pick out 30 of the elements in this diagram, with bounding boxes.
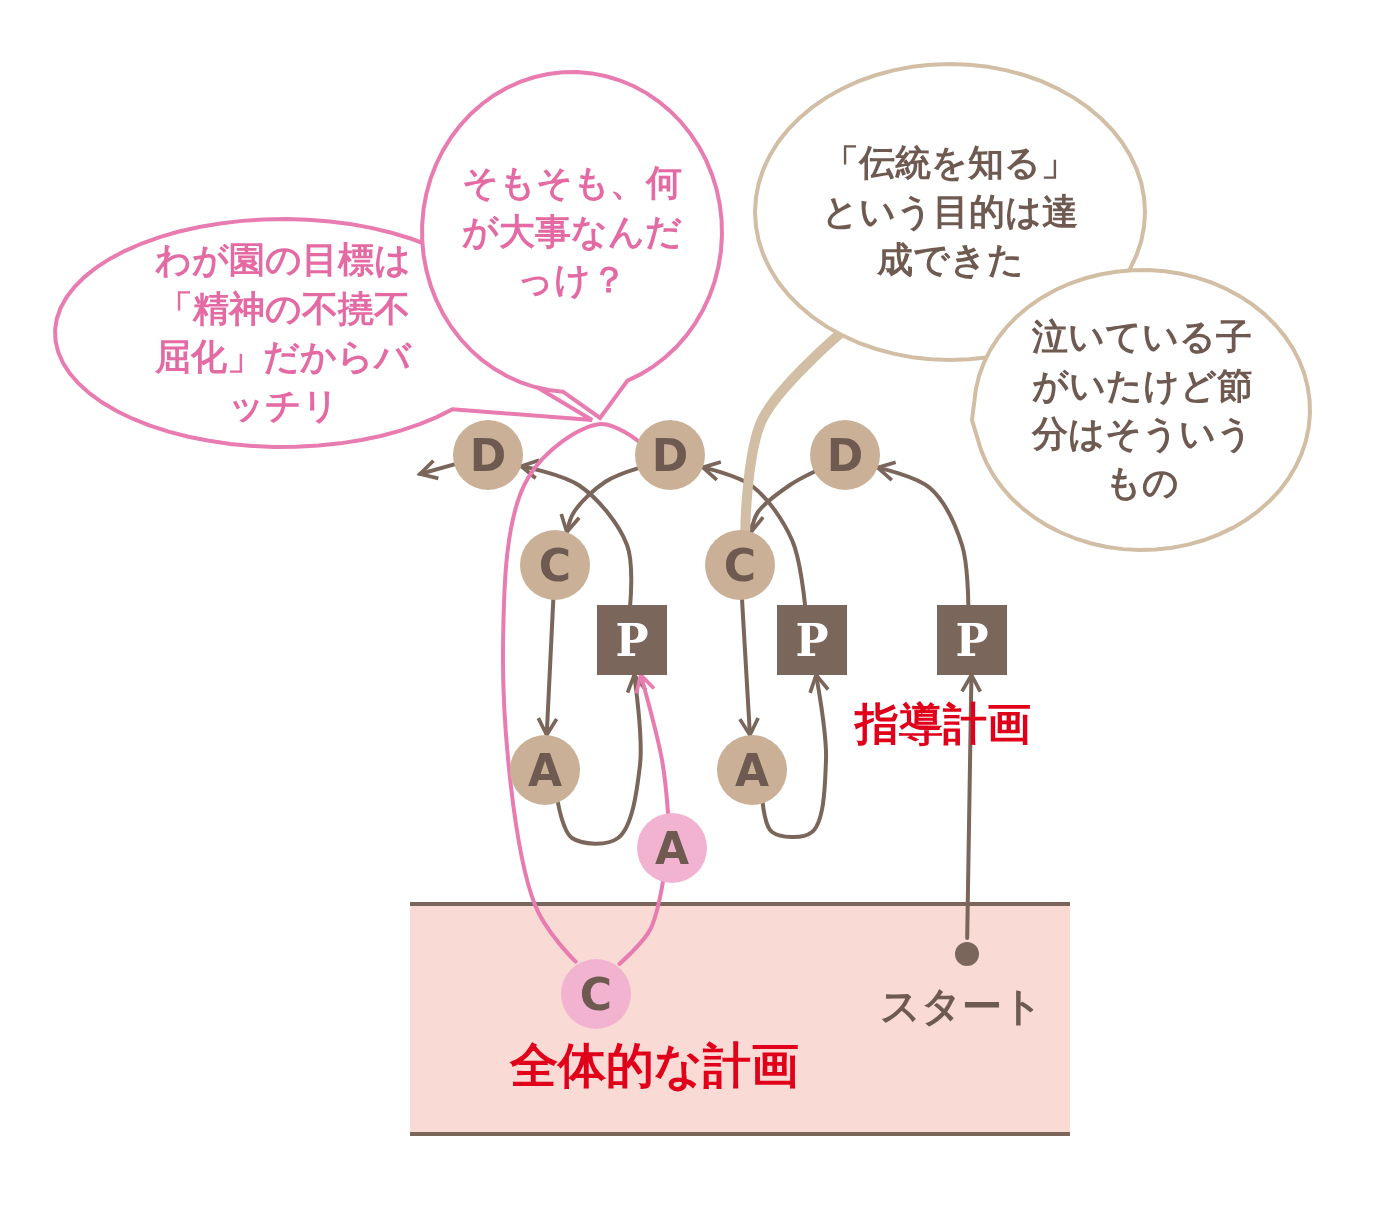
step-circle: D	[635, 420, 705, 490]
plan-square: P	[777, 605, 847, 675]
bubble-text: わが園の目標は「精神の不撓不屈化」だからバッチリ	[154, 237, 413, 428]
step-circle: C	[520, 530, 590, 600]
start-label: スタート	[880, 982, 1043, 1031]
arrow	[634, 673, 671, 816]
start-dot	[955, 942, 979, 966]
arrow	[519, 458, 634, 607]
arrow	[760, 673, 830, 840]
plan-square: P	[597, 605, 667, 675]
step-circle: D	[810, 420, 880, 490]
bubble-text: 「伝統を知る」という目的は達成できた	[821, 141, 1079, 283]
plan-square: P	[937, 605, 1007, 675]
step-circle: C	[561, 959, 631, 1029]
bubble-text: そもそも、何が大事なんだっけ？	[461, 161, 683, 303]
arrow	[536, 597, 559, 738]
arrow	[559, 466, 640, 535]
arrow	[875, 460, 971, 607]
step-circle: D	[453, 420, 523, 490]
step-circle: C	[705, 530, 775, 600]
bubble-text: 泣いている子がいたけど節分はそういうもの	[1030, 314, 1254, 505]
arrow	[738, 597, 760, 738]
band-title: 全体的な計画	[510, 1036, 799, 1095]
speech-bubble	[422, 72, 722, 418]
step-circle: A	[510, 735, 580, 805]
arrow	[700, 460, 807, 607]
step-circle: A	[717, 735, 787, 805]
plan-band	[410, 902, 1070, 1136]
step-circle: A	[637, 813, 707, 883]
arrow	[418, 458, 457, 481]
